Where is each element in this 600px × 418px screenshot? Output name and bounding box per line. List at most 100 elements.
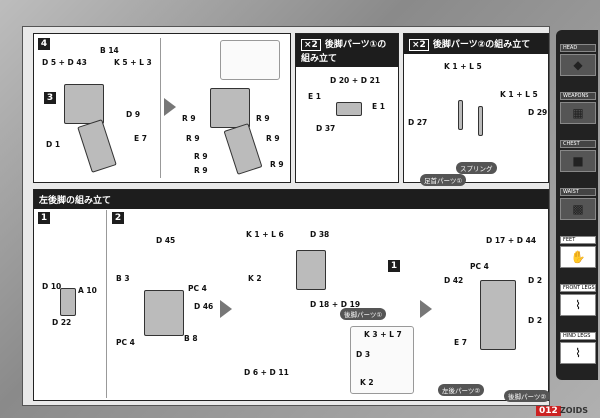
part-label: A 10 <box>78 286 97 295</box>
arrow-icon <box>420 300 432 318</box>
part-label: D 45 <box>156 236 176 245</box>
sidebar-item-weapons[interactable]: WEAPONS ▦ <box>560 92 596 124</box>
page-number: 012 <box>536 406 561 416</box>
multiplier-badge: ×2 <box>301 39 321 51</box>
part-label: B 3 <box>116 274 130 283</box>
manual-page: 4 D 5 + D 43 B 14 K 5 + L 3 D 9 D 1 E 7 … <box>22 26 551 406</box>
part-label: K 3 + L 7 <box>364 330 402 339</box>
part-label: R 9 <box>194 152 208 161</box>
sidebar-label: HEAD <box>560 44 596 52</box>
part-label: D 5 + D 43 <box>42 58 87 67</box>
front-legs-icon: ⌇ <box>560 294 596 316</box>
section-title: 左後脚の組み立て <box>34 190 548 209</box>
part-label: B 14 <box>100 46 119 55</box>
leg-part <box>60 288 76 316</box>
step-number: 1 <box>38 212 50 224</box>
sidebar-label: FRONT LEGS <box>560 284 596 292</box>
part-label: R 9 <box>186 134 200 143</box>
sidebar-item-hind-legs[interactable]: HIND LEGS ⌇ <box>560 332 596 364</box>
sidebar-label: WAIST <box>560 188 596 196</box>
sub-step-marker: 3 <box>44 92 56 104</box>
rear-part1-tag: 後脚パーツ① <box>340 308 387 320</box>
part-label: D 2 <box>528 276 543 285</box>
part-label: E 7 <box>134 134 147 143</box>
category-sidebar: HEAD ◆ WEAPONS ▦ CHEST ■ WAIST ▩ FEET ✋ FRONT… <box>556 30 598 380</box>
part-label: D 9 <box>126 110 141 119</box>
hind-legs-icon: ⌇ <box>560 342 596 364</box>
step-number: 4 <box>38 38 50 50</box>
part-label: D 10 <box>42 282 62 291</box>
leg-assembly <box>223 123 263 175</box>
leg-part <box>296 250 326 290</box>
part-label: D 27 <box>408 118 428 127</box>
sub-step-marker: 1 <box>388 260 400 272</box>
arrow-icon <box>220 300 232 318</box>
part-label: R 9 <box>194 166 208 175</box>
panel-title: 後脚パーツ②の組み立て <box>432 40 531 50</box>
step4-panel: 4 D 5 + D 43 B 14 K 5 + L 3 D 9 D 1 E 7 … <box>33 33 291 183</box>
part-label: K 1 + L 6 <box>246 230 284 239</box>
sidebar-item-head[interactable]: HEAD ◆ <box>560 44 596 76</box>
sidebar-item-chest[interactable]: CHEST ■ <box>560 140 596 172</box>
part-label: D 2 <box>528 316 543 325</box>
part-label: PC 4 <box>470 262 489 271</box>
brand-logo: ZOIDS <box>560 406 588 415</box>
waist-icon: ▩ <box>560 198 596 220</box>
part-label: K 2 <box>360 378 374 387</box>
rear-part2-tag: 左後パーツ② <box>438 384 485 396</box>
head-icon: ◆ <box>560 54 596 76</box>
sidebar-label: WEAPONS <box>560 92 596 100</box>
feet-icon: ✋ <box>560 246 596 268</box>
divider <box>106 210 107 398</box>
part-label: D 22 <box>52 318 72 327</box>
part-label: D 29 <box>528 108 548 117</box>
leg-assembly <box>77 119 117 173</box>
piston <box>458 100 463 130</box>
callout-box <box>350 326 414 394</box>
part-label: D 38 <box>310 230 330 239</box>
sidebar-item-waist[interactable]: WAIST ▩ <box>560 188 596 220</box>
part-label: PC 4 <box>116 338 135 347</box>
part-label: D 46 <box>194 302 214 311</box>
multiplier-badge: ×2 <box>409 39 429 51</box>
part-label: K 5 + L 3 <box>114 58 152 67</box>
weapons-icon: ▦ <box>560 102 596 124</box>
part-label: R 9 <box>266 134 280 143</box>
part-label: E 1 <box>308 92 321 101</box>
part-label: D 20 + D 21 <box>330 76 381 85</box>
part-label: D 37 <box>316 124 336 133</box>
part-label: K 1 + L 5 <box>500 90 538 99</box>
leg-assembly <box>210 88 250 128</box>
sidebar-item-front-legs[interactable]: FRONT LEGS ⌇ <box>560 284 596 316</box>
leg-part <box>144 290 184 336</box>
note-box <box>220 40 280 80</box>
part-label: D 42 <box>444 276 464 285</box>
part-label: K 2 <box>248 274 262 283</box>
spring-tag: スプリング <box>456 162 497 174</box>
part-label: R 9 <box>182 114 196 123</box>
rear-part1 <box>336 102 362 116</box>
left-hind-leg-panel: 左後脚の組み立て 1 2 D 10 A 10 D 22 B 3 D 45 PC … <box>33 189 551 402</box>
sidebar-label: CHEST <box>560 140 596 148</box>
part-label: K 1 + L 5 <box>444 62 482 71</box>
sidebar-label: FEET <box>560 236 596 244</box>
arrow-icon <box>164 98 176 116</box>
part-label: D 1 <box>46 140 61 149</box>
divider <box>160 38 161 178</box>
part-label: E 1 <box>372 102 385 111</box>
chest-icon: ■ <box>560 150 596 172</box>
part-label: D 18 + D 19 <box>310 300 361 309</box>
part-label: PC 4 <box>188 284 207 293</box>
ankle-part-tag: 足首パーツ① <box>420 174 467 186</box>
step-number: 2 <box>112 212 124 224</box>
part-label: D 3 <box>356 350 371 359</box>
part-label: D 17 + D 44 <box>486 236 537 245</box>
sidebar-label: HIND LEGS <box>560 332 596 340</box>
part-label: E 7 <box>454 338 467 347</box>
leg-assembly <box>480 280 516 350</box>
sidebar-item-feet[interactable]: FEET ✋ <box>560 236 596 268</box>
